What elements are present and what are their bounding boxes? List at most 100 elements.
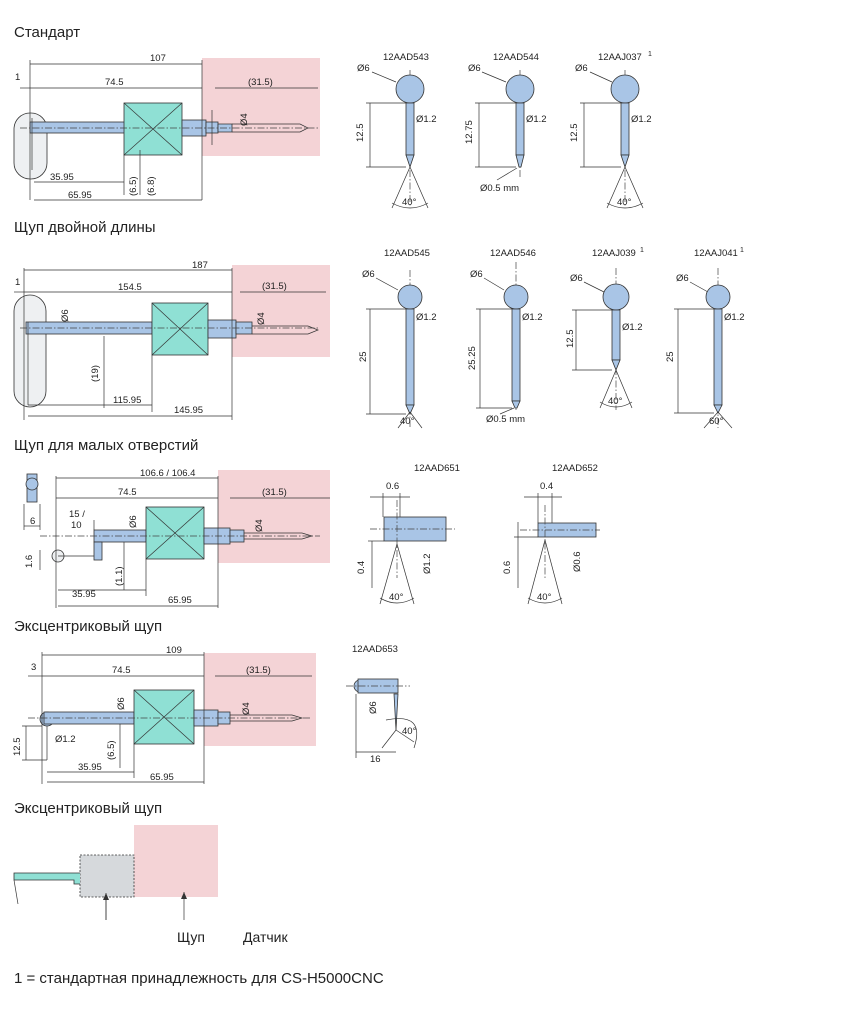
dim-total-length: 109 <box>166 645 182 656</box>
dim-115-95: 115.95 <box>113 395 141 406</box>
small-holes-probe-drawing: 6 106.6 / 106.4 74.5 (31.5) 15 / 10 Ø6 Ø… <box>23 468 330 608</box>
tip-stem-diameter: Ø1.2 <box>631 114 652 125</box>
tip-diameter: Ø1.2 <box>422 553 433 574</box>
section-title-double-length: Щуп двойной длины <box>14 219 156 236</box>
dim-10: 10 <box>71 520 82 531</box>
tip-angle: 40° <box>400 416 415 427</box>
section-title-eccentric-legend: Эксцентриковый щуп <box>14 800 163 817</box>
tip-depth: 0.6 <box>502 561 513 574</box>
tip-code: 12AAD543 <box>383 52 429 63</box>
tip-code: 12AAD652 <box>552 463 598 474</box>
dim-d4: Ø4 <box>254 519 265 532</box>
footnote-marker: 1 <box>640 247 644 254</box>
dim-d1-2: Ø1.2 <box>55 734 76 745</box>
dim-total-length: 187 <box>192 260 208 271</box>
dim-total-length: 107 <box>150 53 166 64</box>
dim-15: 15 / <box>69 509 85 520</box>
tip-code: 12AAD653 <box>352 644 398 655</box>
tip-12AAD653: 12AAD653 Ø6 16 40° <box>346 644 418 765</box>
tip-ball-diameter: Ø6 <box>468 63 481 74</box>
tip-width: 16 <box>370 754 381 765</box>
tip-angle: 40° <box>402 197 417 208</box>
double-length-probe-drawing: 187 1 154.5 (31.5) Ø6 Ø4 (19) 115.95 145… <box>13 260 330 420</box>
dim-total-length: 106.6 / 106.4 <box>140 468 195 479</box>
tip-stem-diameter: Ø1.2 <box>724 312 745 323</box>
tip-point-diameter: Ø0.5 mm <box>480 183 519 194</box>
tip-code: 12AAD544 <box>493 52 539 63</box>
dim-6-5: (6.5) <box>128 176 139 196</box>
tip-height: 25 <box>358 351 369 362</box>
tip-ball-diameter: Ø6 <box>368 701 379 714</box>
tip-ball-diameter: Ø6 <box>570 273 583 284</box>
dim-74-5: 74.5 <box>105 77 124 88</box>
tip-point-diameter: Ø0.5 mm <box>486 414 525 425</box>
tip-angle: 40° <box>389 592 404 603</box>
tip-code: 12AAD651 <box>414 463 460 474</box>
tip-width: 0.6 <box>386 481 399 492</box>
tip-height: 12.5 <box>569 124 580 143</box>
dim-6: 6 <box>30 516 35 527</box>
dim-154-5: 154.5 <box>118 282 142 293</box>
dim-65-95: 65.95 <box>150 772 174 783</box>
tip-angle: 40° <box>617 197 632 208</box>
section-title-eccentric: Эксцентриковый щуп <box>14 618 163 635</box>
tip-height: 12.5 <box>565 330 576 349</box>
dim-74-5: 74.5 <box>112 665 131 676</box>
tip-stem-diameter: Ø1.2 <box>416 114 437 125</box>
tip-angle: 40° <box>537 592 552 603</box>
tip-angle: 60° <box>709 416 724 427</box>
section-title-small-holes: Щуп для малых отверстий <box>14 437 199 454</box>
tip-height: 25.25 <box>467 346 478 370</box>
tip-angle: 40° <box>608 396 623 407</box>
tip-height: 12.75 <box>464 120 475 144</box>
tip-12AAJ037: 12AAJ037 1 Ø6 Ø1.2 12.5 40° <box>569 51 652 209</box>
dim-d6: Ø6 <box>128 515 139 528</box>
tip-angle: 40° <box>402 726 417 737</box>
tip-12AAD544: 12AAD544 Ø6 Ø1.2 12.75 Ø0.5 mm <box>464 52 547 194</box>
tip-12AAD546: 12AAD546 Ø6 Ø1.2 25.25 Ø0.5 mm <box>467 248 543 425</box>
tip-12AAJ041: 12AAJ041 1 Ø6 Ø1.2 25 60° <box>665 247 745 429</box>
dim-65-95: 65.95 <box>168 595 192 606</box>
tip-stem-diameter: Ø1.2 <box>622 322 643 333</box>
tip-12AAD652: 12AAD652 0.4 0.6 Ø0.6 40° <box>502 463 600 605</box>
tip-ball-diameter: Ø6 <box>357 63 370 74</box>
footnote-marker: 1 <box>740 247 744 254</box>
dim-d4: Ø4 <box>239 113 250 126</box>
tip-ball-diameter: Ø6 <box>676 273 689 284</box>
dim-d4: Ø4 <box>256 312 267 325</box>
dim-d4: Ø4 <box>241 702 252 715</box>
dim-145-95: 145.95 <box>174 405 203 416</box>
dim-31-5: (31.5) <box>262 281 287 292</box>
footnote-marker: 1 <box>648 51 652 58</box>
dim-d6: Ø6 <box>116 697 127 710</box>
dim-35-95: 35.95 <box>50 172 74 183</box>
standard-probe-drawing: 107 1 74.5 (31.5) Ø4 35.95 65.95 (6.5) (… <box>13 53 320 201</box>
dim-6-8: (6.8) <box>146 176 157 196</box>
dim-35-95: 35.95 <box>78 762 102 773</box>
tip-code: 12AAD546 <box>490 248 536 259</box>
dim-31-5: (31.5) <box>262 487 287 498</box>
legend-drawing: Щуп Датчик <box>13 825 288 945</box>
dim-offset: 1 <box>15 72 20 83</box>
tip-height: 25 <box>665 351 676 362</box>
dim-31-5: (31.5) <box>248 77 273 88</box>
tip-height: 12.5 <box>355 124 366 143</box>
probe-arm <box>29 121 127 134</box>
dim-1-1: (1.1) <box>114 566 125 586</box>
tip-code: 12AAJ039 <box>592 248 636 259</box>
eccentric-probe-drawing: 109 3 74.5 (31.5) Ø6 Ø4 Ø1.2 12.5 (6.5) … <box>12 645 316 784</box>
dim-6-5: (6.5) <box>106 740 117 760</box>
tip-12AAD651: 12AAD651 0.6 0.4 Ø1.2 40° <box>356 463 460 605</box>
tip-width: 0.4 <box>540 481 553 492</box>
tip-12AAJ039: 12AAJ039 1 Ø6 Ø1.2 12.5 40° <box>565 247 644 410</box>
section-title-standard: Стандарт <box>14 24 81 41</box>
tip-12AAD543: 12AAD543 Ø6 Ø1.2 12.5 40° <box>355 52 437 209</box>
dim-12-5: 12.5 <box>12 738 23 757</box>
dim-19: (19) <box>90 365 101 382</box>
tip-ball-diameter: Ø6 <box>470 269 483 280</box>
dim-1-6: 1.6 <box>24 555 35 568</box>
dim-65-95: 65.95 <box>68 190 92 201</box>
tip-ball-diameter: Ø6 <box>362 269 375 280</box>
sensor-zone <box>202 58 320 156</box>
